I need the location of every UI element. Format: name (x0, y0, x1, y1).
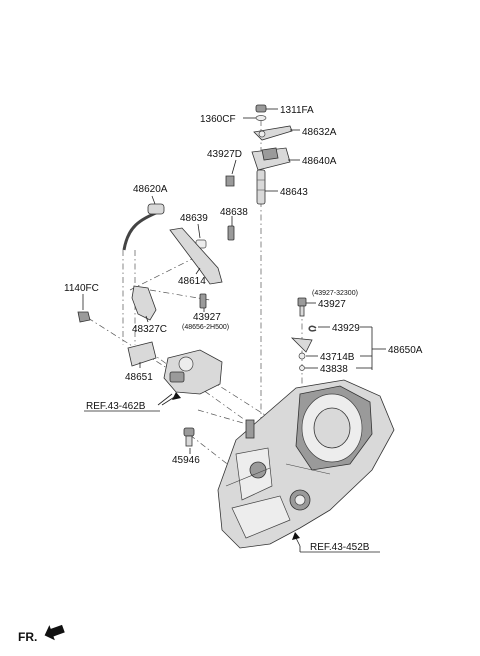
ring-43838 (299, 365, 305, 371)
label-43927-right: 43927 (318, 299, 346, 310)
washer-1360CF (255, 115, 267, 121)
transmission-case (217, 379, 395, 549)
leader-lines (82, 108, 386, 547)
spring-43929 (308, 325, 317, 332)
label-43927D: 43927D (207, 149, 242, 160)
ref-arrow-452B (292, 532, 300, 540)
ref-label-462B: REF.43-462B (86, 401, 146, 412)
lever-48614 (169, 227, 223, 285)
label-48640A: 48640A (302, 156, 337, 167)
lever-48640A (251, 147, 291, 171)
pin-48638 (227, 225, 235, 241)
ball-43714B (298, 352, 306, 360)
pin-43927-left (199, 293, 207, 309)
pin-43927D (225, 175, 235, 187)
assembly-lines (87, 120, 303, 471)
bracket-48651 (127, 341, 157, 367)
bolt-1311FA (255, 104, 267, 113)
label-43927-right-sub: (43927-32300) (312, 290, 358, 297)
label-48632A: 48632A (302, 127, 337, 138)
label-48638: 48638 (220, 207, 248, 218)
bolt-43927-right (297, 297, 307, 317)
label-48620A: 48620A (133, 184, 168, 195)
label-48639: 48639 (180, 213, 208, 224)
plate-43929 (290, 337, 313, 353)
label-43838: 43838 (320, 364, 348, 375)
front-direction-label: FR. (18, 630, 37, 644)
ref-arrow-462B (161, 392, 181, 406)
label-45946: 45946 (172, 455, 200, 466)
label-43927-left-sub: (48656-2H500) (182, 324, 229, 331)
label-48651: 48651 (125, 372, 153, 383)
bolt-1140FC (77, 311, 91, 323)
label-48327C: 48327C (132, 324, 167, 335)
label-48650A: 48650A (388, 345, 423, 356)
label-1311FA: 1311FA (280, 105, 314, 116)
lever-48327C (131, 285, 157, 321)
cable-48620A (122, 203, 165, 251)
bolt-45946 (183, 427, 195, 447)
ref-label-452B: REF.43-452B (310, 542, 370, 553)
label-43929: 43929 (332, 323, 360, 334)
front-arrow-icon (44, 624, 65, 641)
manual-valve-body (163, 349, 223, 395)
label-1360CF: 1360CF (200, 114, 236, 125)
shaft-48643 (256, 169, 266, 205)
label-48614: 48614 (178, 276, 206, 287)
label-48643: 48643 (280, 187, 308, 198)
lever-48632A (253, 125, 293, 141)
label-1140FC: 1140FC (64, 283, 99, 294)
label-43714B: 43714B (320, 352, 355, 363)
label-43927-left: 43927 (193, 312, 221, 323)
